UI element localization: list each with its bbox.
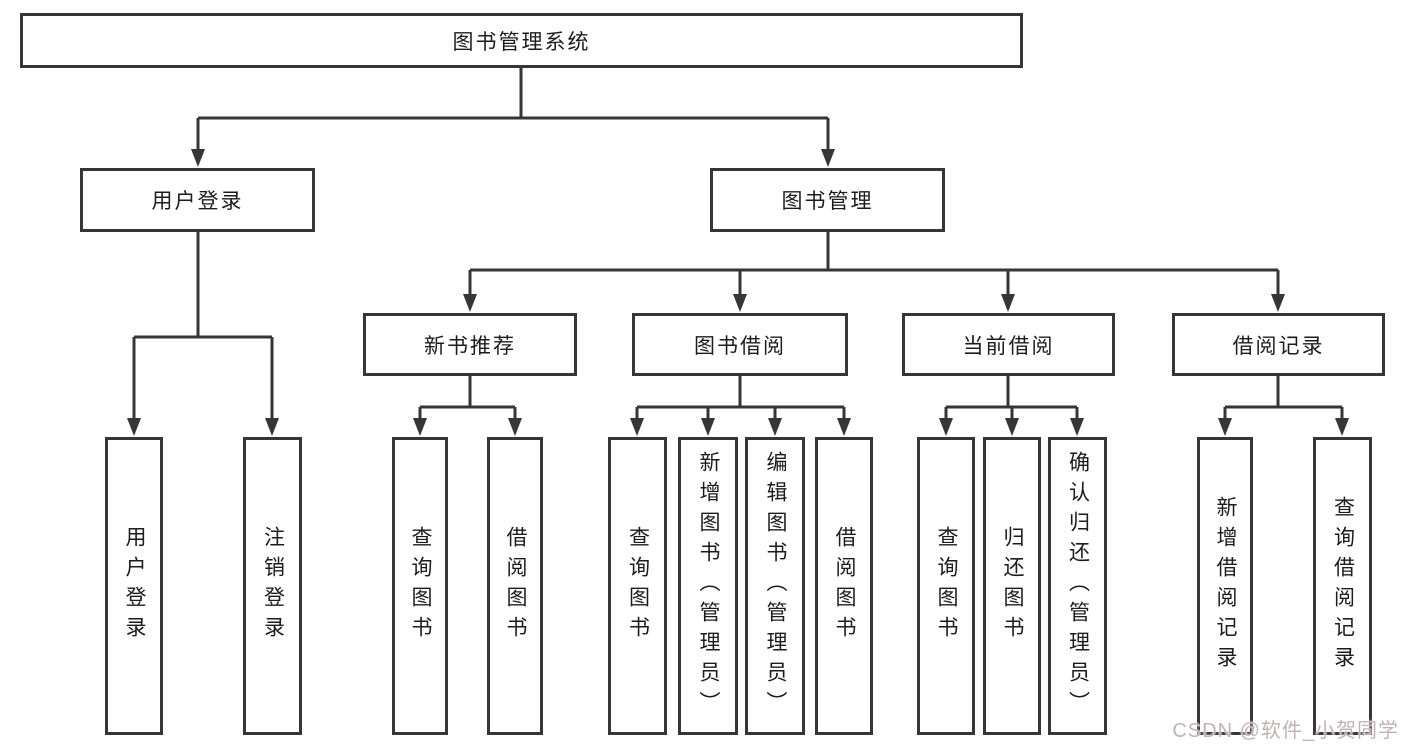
leaf-add-books-admin: 新增图书（管理员）: [678, 437, 738, 735]
arrowhead: [1218, 418, 1232, 436]
node-user-login: 用户登录: [80, 168, 315, 232]
leaf-current-search-books: 查询图书: [917, 437, 975, 735]
node-label: 图书管理: [781, 190, 874, 213]
node-label: 图书借阅: [694, 334, 786, 358]
arrowhead: [1335, 418, 1349, 436]
node-label: 当前借阅: [962, 334, 1055, 358]
leaf-label: 查询图书: [935, 526, 958, 646]
leaf-logout: 注销登录: [243, 437, 302, 735]
node-label: 借阅记录: [1232, 334, 1325, 358]
leaf-label: 借阅图书: [833, 526, 856, 646]
leaf-label: 注销登录: [261, 526, 285, 646]
csdn-watermark: CSDN @软件_小贺同学: [1172, 720, 1399, 742]
leaf-recommend-borrow-books: 借阅图书: [487, 437, 543, 735]
node-borrowing-records: 借阅记录: [1172, 313, 1385, 376]
node-book-borrowing: 图书借阅: [632, 313, 848, 376]
arrowhead: [733, 294, 747, 312]
leaf-recommend-search-books: 查询图书: [392, 437, 448, 735]
leaf-label: 查询借阅记录: [1331, 496, 1355, 676]
arrowhead: [1001, 294, 1015, 312]
leaf-label: 确认归还（管理员）: [1066, 451, 1090, 721]
leaf-confirm-return-admin: 确认归还（管理员）: [1048, 437, 1107, 735]
node-root: 图书管理系统: [20, 13, 1023, 68]
leaf-user-login: 用户登录: [105, 437, 163, 735]
arrowhead: [191, 149, 205, 167]
leaf-label: 编辑图书（管理员）: [764, 451, 787, 721]
leaf-label: 新增图书（管理员）: [697, 451, 720, 721]
arrowhead: [413, 418, 427, 436]
connector-path: [132, 68, 1344, 421]
arrowhead: [837, 418, 851, 436]
arrowhead: [768, 418, 782, 436]
arrowhead: [265, 418, 279, 436]
arrowheads: [127, 149, 1349, 436]
leaf-label: 借阅图书: [504, 526, 527, 646]
leaf-return-books: 归还图书: [983, 437, 1041, 735]
arrowhead: [701, 418, 715, 436]
leaf-add-borrow-record: 新增借阅记录: [1197, 437, 1253, 735]
node-new-book-recommend: 新书推荐: [363, 313, 577, 376]
arrowhead: [1070, 418, 1084, 436]
leaf-borrow-books: 借阅图书: [815, 437, 873, 735]
arrowhead: [463, 294, 477, 312]
leaf-label: 新增借阅记录: [1214, 496, 1237, 676]
node-book-management: 图书管理: [710, 168, 945, 232]
node-label: 用户登录: [151, 190, 244, 213]
arrowhead: [821, 149, 835, 167]
leaf-search-borrow-record: 查询借阅记录: [1313, 437, 1372, 735]
arrowhead: [939, 418, 953, 436]
node-current-borrowing: 当前借阅: [902, 313, 1115, 376]
leaf-label: 查询图书: [409, 526, 432, 646]
arrowhead: [508, 418, 522, 436]
node-label: 图书管理系统: [452, 30, 591, 54]
arrowhead: [630, 418, 644, 436]
leaf-label: 用户登录: [123, 526, 146, 646]
arrowhead: [1271, 294, 1285, 312]
leaf-label: 归还图书: [1001, 526, 1024, 646]
node-label: 新书推荐: [424, 334, 516, 358]
leaf-label: 查询图书: [626, 526, 650, 646]
arrowhead: [127, 418, 141, 436]
leaf-borrowing-search-books: 查询图书: [608, 437, 667, 735]
leaf-edit-books-admin: 编辑图书（管理员）: [745, 437, 805, 735]
arrowhead: [1005, 418, 1019, 436]
